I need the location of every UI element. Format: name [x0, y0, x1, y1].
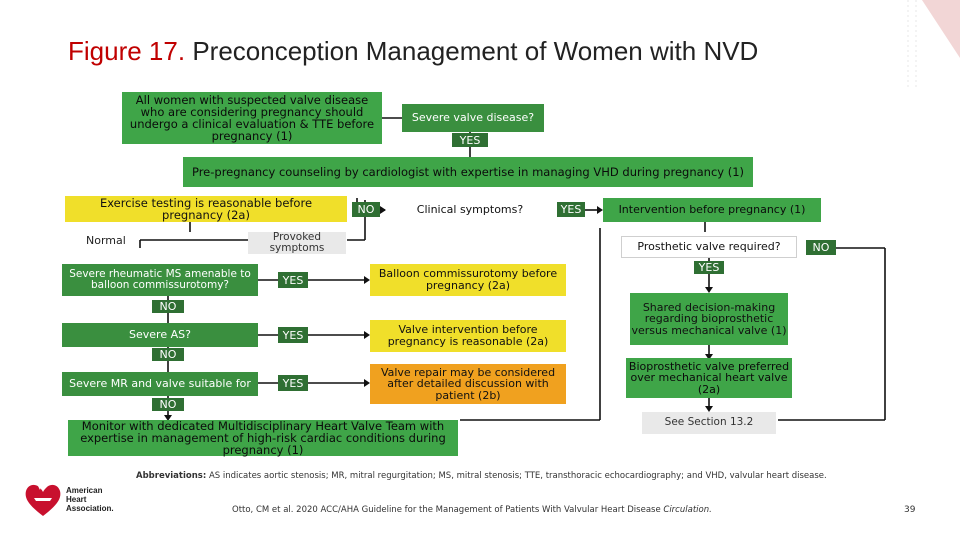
- yes-ms-tag: YES: [278, 272, 308, 288]
- start-box: All women with suspected valve disease w…: [122, 92, 382, 144]
- yes-as-tag: YES: [278, 327, 308, 343]
- aha-logo: American Heart Association.: [22, 478, 122, 520]
- no-ms-tag: NO: [152, 300, 184, 313]
- yes-mr-tag: YES: [278, 375, 308, 391]
- no-as-tag: NO: [152, 348, 184, 361]
- rheumatic-ms-box: Severe rheumatic MS amenable to balloon …: [62, 264, 258, 296]
- logo-line-3: Association.: [66, 504, 114, 513]
- provoked-box: Provoked symptoms: [248, 231, 346, 254]
- abbreviations: Abbreviations: AS indicates aortic steno…: [136, 471, 827, 481]
- yes-clinical-tag: YES: [557, 202, 585, 217]
- no-clinical-tag: NO: [352, 202, 380, 217]
- no-mr-tag: NO: [152, 398, 184, 411]
- page-number: 39: [904, 505, 916, 515]
- normal-label: Normal: [86, 234, 126, 247]
- severe-valve-box: Severe valve disease?: [402, 104, 544, 132]
- logo-line-1: American: [66, 486, 103, 495]
- severe-as-box: Severe AS?: [62, 323, 258, 347]
- abbreviations-label: Abbreviations:: [136, 471, 207, 481]
- citation-text: Otto, CM et al. 2020 ACC/AHA Guideline f…: [232, 505, 661, 515]
- bioprosthetic-box: Bioprosthetic valve preferred over mecha…: [626, 358, 792, 398]
- prosthetic-box: Prosthetic valve required?: [621, 236, 797, 258]
- citation: Otto, CM et al. 2020 ACC/AHA Guideline f…: [232, 505, 712, 515]
- yes-prosthetic-tag: YES: [694, 261, 724, 274]
- page-title: Figure 17. Preconception Management of W…: [68, 36, 758, 67]
- yes-severe-tag: YES: [452, 133, 488, 147]
- no-prosthetic-tag: NO: [806, 240, 836, 255]
- see-section-box: See Section 13.2: [642, 412, 776, 434]
- abbreviations-text: AS indicates aortic stenosis; MR, mitral…: [208, 471, 827, 481]
- clinical-box: Clinical symptoms?: [386, 198, 554, 222]
- valve-repair-box: Valve repair may be considered after det…: [370, 364, 566, 404]
- shared-decision-box: Shared decision-making regarding biopros…: [630, 293, 788, 345]
- valve-intervention-box: Valve intervention before pregnancy is r…: [370, 320, 566, 352]
- severe-mr-box: Severe MR and valve suitable for: [62, 372, 258, 396]
- exercise-box: Exercise testing is reasonable before pr…: [65, 196, 347, 222]
- title-text: Preconception Management of Women with N…: [192, 36, 759, 66]
- figure-label: Figure 17.: [68, 36, 186, 66]
- logo-line-2: Heart: [66, 495, 87, 504]
- balloon-box: Balloon commissurotomy before pregnancy …: [370, 264, 566, 296]
- heart-torch-icon: [25, 481, 61, 516]
- monitor-box: Monitor with dedicated Multidisciplinary…: [68, 420, 458, 456]
- intervention-box: Intervention before pregnancy (1): [603, 198, 821, 222]
- counseling-box: Pre-pregnancy counseling by cardiologist…: [183, 157, 753, 187]
- corner-decoration: [907, 0, 960, 90]
- citation-journal: Circulation.: [663, 505, 712, 515]
